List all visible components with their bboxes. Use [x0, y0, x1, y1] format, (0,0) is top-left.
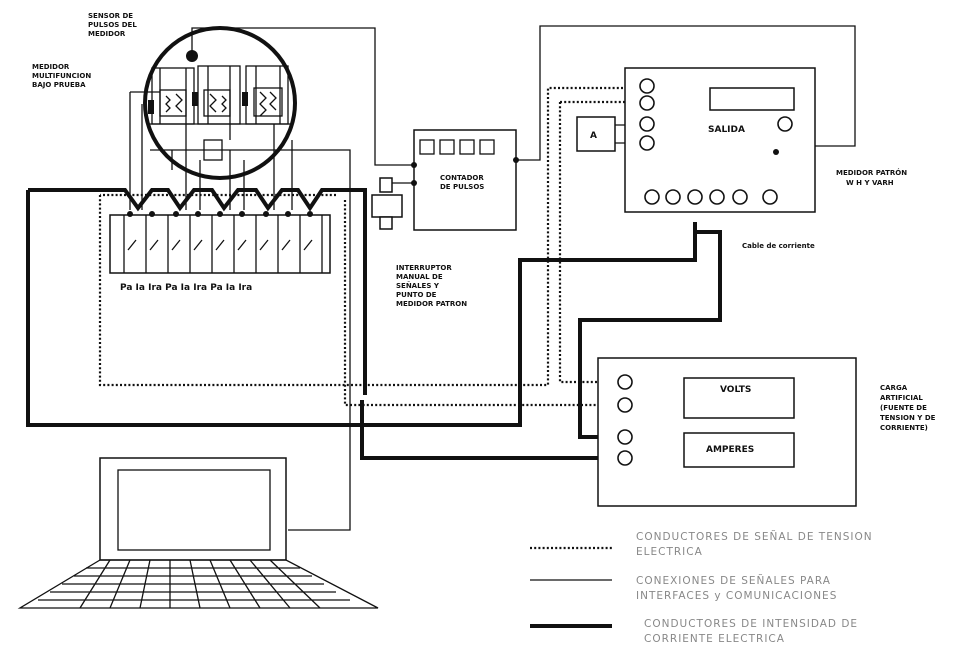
svg-text:W H Y VARH: W H Y VARH	[846, 179, 894, 187]
cable-label: Cable de corriente	[742, 242, 815, 250]
pulse-counter-box	[413, 129, 517, 231]
ammeter: A	[576, 116, 632, 152]
ref-terminal-1	[639, 78, 655, 94]
meter-under-test	[143, 26, 300, 180]
laptop	[17, 457, 379, 609]
svg-text:CORRIENTE): CORRIENTE)	[880, 424, 928, 432]
svg-text:MULTIFUNCION: MULTIFUNCION	[32, 72, 91, 80]
salida-label: SALIDA	[708, 125, 745, 135]
ref-terminal-4	[639, 135, 655, 151]
ref-terminal-3	[639, 116, 655, 132]
svg-text:AMPERES: AMPERES	[706, 445, 754, 455]
svg-text:INTERRUPTOR: INTERRUPTOR	[396, 264, 452, 272]
meter-under-test-label: MEDIDOR MULTIFUNCION BAJO PRUEBA	[32, 63, 91, 89]
voltage-signal-conductors	[98, 86, 632, 407]
svg-text:A: A	[590, 131, 597, 141]
svg-text:MEDIDOR: MEDIDOR	[88, 30, 126, 38]
svg-text:(FUENTE DE: (FUENTE DE	[880, 404, 927, 412]
sensor-label: SENSOR DE PULSOS DEL MEDIDOR	[88, 12, 137, 38]
pulse-counter: CONTADOR DE PULSOS	[411, 129, 519, 231]
svg-text:CONTADOR: CONTADOR	[440, 174, 484, 182]
svg-text:MEDIDOR PATRÓN: MEDIDOR PATRÓN	[836, 168, 907, 177]
svg-text:SENSOR DE: SENSOR DE	[88, 12, 133, 20]
legend-item-dotted: CONDUCTORES DE SEÑAL DE TENSION ELECTRIC…	[530, 530, 873, 558]
terminal-labels: Pa Ia Ira Pa Ia Ira Pa Ia Ira	[120, 283, 252, 293]
laptop-screen	[117, 469, 271, 551]
svg-text:ARTIFICIAL: ARTIFICIAL	[880, 394, 923, 402]
legend-item-thin: CONEXIONES DE SEÑALES PARA INTERFACES y …	[530, 574, 837, 602]
svg-text:CORRIENTE ELECTRICA: CORRIENTE ELECTRICA	[644, 633, 785, 645]
meter-element-3	[242, 65, 289, 125]
amperes-display	[683, 432, 795, 468]
legend: CONDUCTORES DE SEÑAL DE TENSION ELECTRIC…	[530, 530, 873, 645]
meter-leads	[129, 91, 293, 210]
signal-connections	[191, 25, 856, 531]
svg-text:ELECTRICA: ELECTRICA	[636, 546, 703, 558]
laptop-screen-frame	[99, 457, 287, 561]
svg-text:CONDUCTORES DE INTENSIDAD DE: CONDUCTORES DE INTENSIDAD DE	[644, 618, 858, 630]
svg-text:CONDUCTORES DE SEÑAL DE TENSIO: CONDUCTORES DE SEÑAL DE TENSION	[636, 530, 873, 543]
terminal-block: Pa Ia Ira Pa Ia Ira Pa Ia Ira	[109, 211, 331, 293]
ref-terminal-2	[639, 95, 655, 111]
legend-item-thick: CONDUCTORES DE INTENSIDAD DE CORRIENTE E…	[530, 618, 858, 645]
artificial-load: VOLTS AMPERES	[597, 357, 857, 507]
artificial-load-label: CARGA ARTIFICIAL (FUENTE DE TENSION Y DE…	[880, 384, 936, 432]
svg-text:CONEXIONES DE SEÑALES PARA: CONEXIONES DE SEÑALES PARA	[636, 574, 831, 587]
switch-label: INTERRUPTOR MANUAL DE SEÑALES Y PUNTO DE…	[396, 264, 467, 308]
svg-text:PUNTO DE: PUNTO DE	[396, 291, 437, 299]
svg-text:DE PULSOS: DE PULSOS	[440, 183, 484, 191]
reference-meter: SALIDA	[624, 67, 816, 213]
ref-display	[709, 87, 795, 111]
reference-meter-label: MEDIDOR PATRÓN W H Y VARH	[836, 168, 907, 187]
svg-text:INTERFACES y COMUNICACIONES: INTERFACES y COMUNICACIONES	[636, 590, 837, 602]
svg-text:SEÑALES Y: SEÑALES Y	[396, 281, 440, 290]
svg-text:MEDIDOR PATRON: MEDIDOR PATRON	[396, 300, 467, 308]
svg-text:PULSOS DEL: PULSOS DEL	[88, 21, 137, 29]
svg-text:TENSION Y DE: TENSION Y DE	[880, 414, 936, 422]
volts-display	[683, 377, 795, 419]
pulse-switch-device	[371, 177, 403, 230]
svg-text:MANUAL DE: MANUAL DE	[396, 273, 443, 281]
ref-bottom-terminals	[644, 189, 778, 205]
current-conductors	[26, 188, 722, 460]
svg-text:BAJO PRUEBA: BAJO PRUEBA	[32, 81, 86, 89]
laptop-keyboard	[17, 559, 379, 609]
salida-terminal	[777, 116, 793, 132]
svg-text:VOLTS: VOLTS	[720, 385, 751, 395]
svg-text:CARGA: CARGA	[880, 384, 908, 392]
svg-text:MEDIDOR: MEDIDOR	[32, 63, 70, 71]
